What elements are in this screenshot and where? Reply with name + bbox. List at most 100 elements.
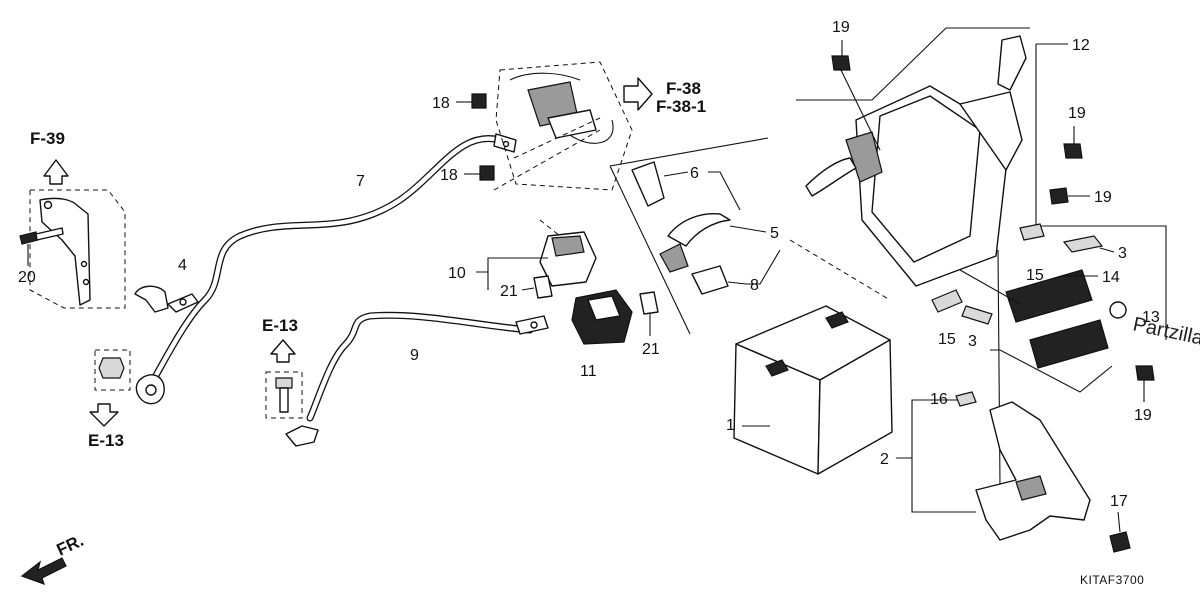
label-part-3-upper: 3	[1118, 245, 1127, 262]
ring-terminal-hole	[145, 384, 157, 396]
pad-part-13[interactable]: 13	[1029, 301, 1160, 369]
ref-e13-mid-label: E-13	[262, 316, 298, 335]
cap-part-6[interactable]: 6	[631, 161, 741, 211]
label-part-6: 6	[690, 165, 699, 182]
stud-shank	[279, 387, 289, 413]
arrow-down-icon	[89, 403, 119, 427]
pad-part-16[interactable]: 16	[930, 391, 977, 408]
label-part-19-top: 19	[832, 19, 850, 36]
relay-dashed-guide	[493, 117, 601, 191]
label-part-19-right-mid: 19	[1094, 189, 1112, 206]
harness-plate	[547, 109, 597, 139]
terminal-hole	[530, 321, 538, 329]
bracket-hole	[82, 278, 90, 286]
front-label: FR.	[54, 531, 87, 560]
bolt-part-19-top[interactable]: 19	[831, 19, 881, 151]
pad-part-15-left[interactable]: 15	[931, 289, 963, 348]
terminal-cap	[631, 161, 665, 207]
leader-line	[1099, 247, 1115, 253]
front-indicator: FR.	[20, 531, 87, 585]
bracket-hole	[43, 200, 53, 210]
bolt-part-19-right-mid[interactable]: 19	[1049, 187, 1112, 206]
cable-highlight	[147, 136, 503, 389]
bolt-part-19-right-upper[interactable]: 19	[1063, 105, 1086, 159]
leader-line	[521, 287, 535, 291]
box-mount-tab	[997, 35, 1027, 91]
nut-dashed-outline	[94, 349, 131, 391]
bracket-dashed-outline	[29, 189, 126, 309]
terminal-lead	[667, 213, 731, 247]
pad-part-3-lower[interactable]: 3	[961, 305, 993, 350]
label-part-21-left: 21	[500, 283, 518, 300]
small-pad	[1019, 223, 1045, 241]
cable-part-5[interactable]: 5	[659, 213, 779, 273]
battery-side	[817, 339, 893, 475]
insulating-sheet	[1005, 269, 1093, 323]
small-pad	[955, 391, 977, 407]
f38-reference[interactable]: F-38 F-38-1	[623, 77, 706, 116]
label-part-15-left: 15	[938, 331, 956, 348]
pad-part-14[interactable]: 14	[1005, 269, 1120, 323]
bolt-part-20[interactable]: 20	[18, 227, 64, 286]
bolt-head-icon	[1063, 143, 1083, 159]
battery-hold-bracket	[975, 401, 1091, 541]
terminal-hole	[502, 140, 510, 148]
bolt-part-17[interactable]: 17	[1109, 493, 1131, 553]
battery-cable-positive	[306, 311, 534, 422]
label-part-19-right-upper: 19	[1068, 105, 1086, 122]
box-mount-arm	[959, 91, 1023, 171]
pad-part-3-upper[interactable]: 3	[1062, 235, 1127, 262]
bracket-hole	[80, 260, 88, 268]
cable-highlight	[307, 313, 533, 421]
battery-part-1[interactable]: 1	[726, 305, 893, 475]
bolt-head-icon	[479, 165, 495, 181]
cap-part-8[interactable]: 8	[691, 249, 781, 295]
harness-dashed-outline	[495, 61, 633, 191]
stud-dashed-outline	[265, 371, 303, 419]
fuse-part-21-right[interactable]: 21	[639, 291, 660, 358]
cover-part-11[interactable]: 11	[571, 289, 633, 380]
e13-left-reference[interactable]: E-13	[88, 403, 124, 450]
cable-part-7[interactable]: 7	[135, 133, 517, 405]
battery-dashed-guide	[789, 239, 891, 301]
stud-head-icon	[275, 377, 293, 389]
cable-part-9[interactable]: 9	[285, 311, 549, 447]
relay-dashed-guide	[539, 219, 561, 237]
arrow-right-icon	[623, 77, 653, 111]
label-part-13: 13	[1142, 309, 1160, 326]
label-part-19-lower: 19	[1134, 407, 1152, 424]
label-part-4[interactable]: 4	[178, 257, 187, 274]
bolt-part-18-upper[interactable]: 18	[432, 93, 487, 112]
terminal-bracket-assembly	[29, 189, 199, 313]
leader-line	[1117, 511, 1121, 533]
battery-box-part-12[interactable]: 12	[805, 35, 1167, 340]
ref-f39-label: F-39	[30, 129, 65, 148]
fuse-part-21-left[interactable]: 21	[500, 275, 553, 300]
terminal-cap	[691, 265, 729, 295]
bolt-part-19-lower[interactable]: 19	[1134, 365, 1155, 424]
f39-reference[interactable]: F-39	[30, 129, 69, 185]
pad-part-15-right[interactable]: 15	[1026, 267, 1044, 284]
diagram-code: KITAF3700	[1080, 573, 1144, 587]
label-part-1: 1	[726, 417, 735, 434]
label-part-10: 10	[448, 265, 466, 282]
label-part-3-lower: 3	[968, 333, 977, 350]
bracket-part-2[interactable]: 2	[880, 399, 1091, 541]
rubber-pad	[961, 305, 993, 325]
label-part-8: 8	[750, 277, 759, 294]
cable-clamp	[134, 285, 169, 313]
arrow-up-icon	[43, 159, 69, 185]
group-guide-line	[609, 137, 769, 335]
relay-harness-group	[495, 61, 633, 191]
leader-line	[1035, 43, 1167, 340]
cover-window	[587, 295, 621, 321]
arrow-front-icon	[20, 557, 67, 585]
label-part-20: 20	[18, 269, 36, 286]
relay-part-10[interactable]: 10	[448, 219, 597, 290]
bolt-head-icon	[471, 93, 487, 109]
label-part-15-right: 15	[1026, 267, 1044, 284]
e13-mid-reference[interactable]: E-13	[262, 316, 298, 363]
bolt-head-icon	[19, 231, 39, 245]
bolt-part-18-lower[interactable]: 18	[440, 165, 495, 184]
label-part-18-lower: 18	[440, 167, 458, 184]
